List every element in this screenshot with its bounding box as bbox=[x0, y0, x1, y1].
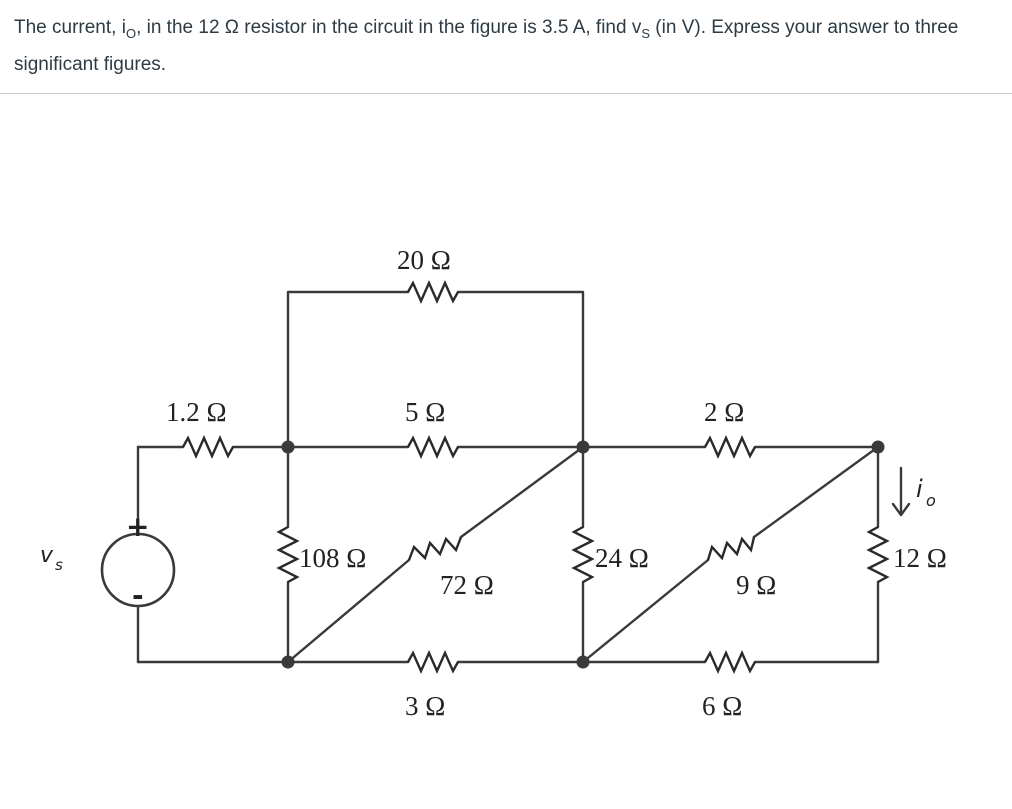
source-label-sub: s bbox=[55, 556, 63, 574]
label-3-ohm: 3 Ω bbox=[405, 691, 445, 721]
resistor-12-ohm bbox=[866, 525, 890, 584]
current-label-sub: o bbox=[926, 491, 936, 510]
label-12-ohm: 12 Ω bbox=[893, 543, 947, 573]
node-e bbox=[576, 655, 590, 669]
circuit-wires bbox=[136, 290, 880, 664]
label-2-ohm: 2 Ω bbox=[704, 397, 744, 427]
node-d bbox=[281, 655, 295, 669]
resistor-6-ohm bbox=[703, 650, 757, 674]
resistor-9-ohm bbox=[706, 536, 756, 561]
node-a bbox=[281, 440, 295, 454]
label-9-ohm: 9 Ω bbox=[736, 570, 776, 600]
resistor-3-ohm bbox=[406, 650, 460, 674]
question-middle: , in the 12 Ω resistor in the circuit in… bbox=[136, 17, 642, 38]
label-72-ohm: 72 Ω bbox=[440, 570, 494, 600]
wire-72-diagonal bbox=[286, 445, 585, 664]
question-io-subscript: O bbox=[125, 25, 137, 41]
question-prefix: The current, i bbox=[14, 17, 126, 38]
question-suffix: (in V). Express your answer to three sig… bbox=[14, 17, 959, 75]
label-1-2-ohm: 1.2 Ω bbox=[166, 397, 227, 427]
voltage-source-symbol bbox=[100, 532, 176, 608]
source-label: v bbox=[40, 543, 54, 568]
resistor-24-ohm bbox=[571, 525, 595, 584]
source-minus-sign: - bbox=[132, 579, 144, 612]
down-arrow-icon bbox=[891, 466, 911, 517]
current-label: i bbox=[916, 475, 923, 503]
resistor-72-ohm bbox=[407, 536, 463, 561]
label-24-ohm: 24 Ω bbox=[595, 543, 649, 573]
wire-top-loop bbox=[286, 290, 585, 449]
question-text: The current, iO, in the 12 Ω resistor in… bbox=[14, 12, 999, 80]
divider bbox=[0, 93, 1012, 94]
wire-9-diagonal bbox=[581, 445, 880, 664]
label-108-ohm: 108 Ω bbox=[299, 543, 366, 573]
resistor-20-ohm bbox=[406, 280, 460, 304]
resistor-1-2-ohm bbox=[181, 435, 235, 459]
resistor-108-ohm bbox=[276, 525, 300, 584]
question-vs-subscript: S bbox=[641, 25, 651, 41]
label-20-ohm: 20 Ω bbox=[397, 245, 451, 275]
resistor-2-ohm bbox=[703, 435, 757, 459]
source-plus-sign: + bbox=[126, 510, 149, 543]
label-5-ohm: 5 Ω bbox=[405, 397, 445, 427]
resistor-5-ohm bbox=[406, 435, 460, 459]
label-6-ohm: 6 Ω bbox=[702, 691, 742, 721]
node-b bbox=[576, 440, 590, 454]
node-c bbox=[871, 440, 885, 454]
